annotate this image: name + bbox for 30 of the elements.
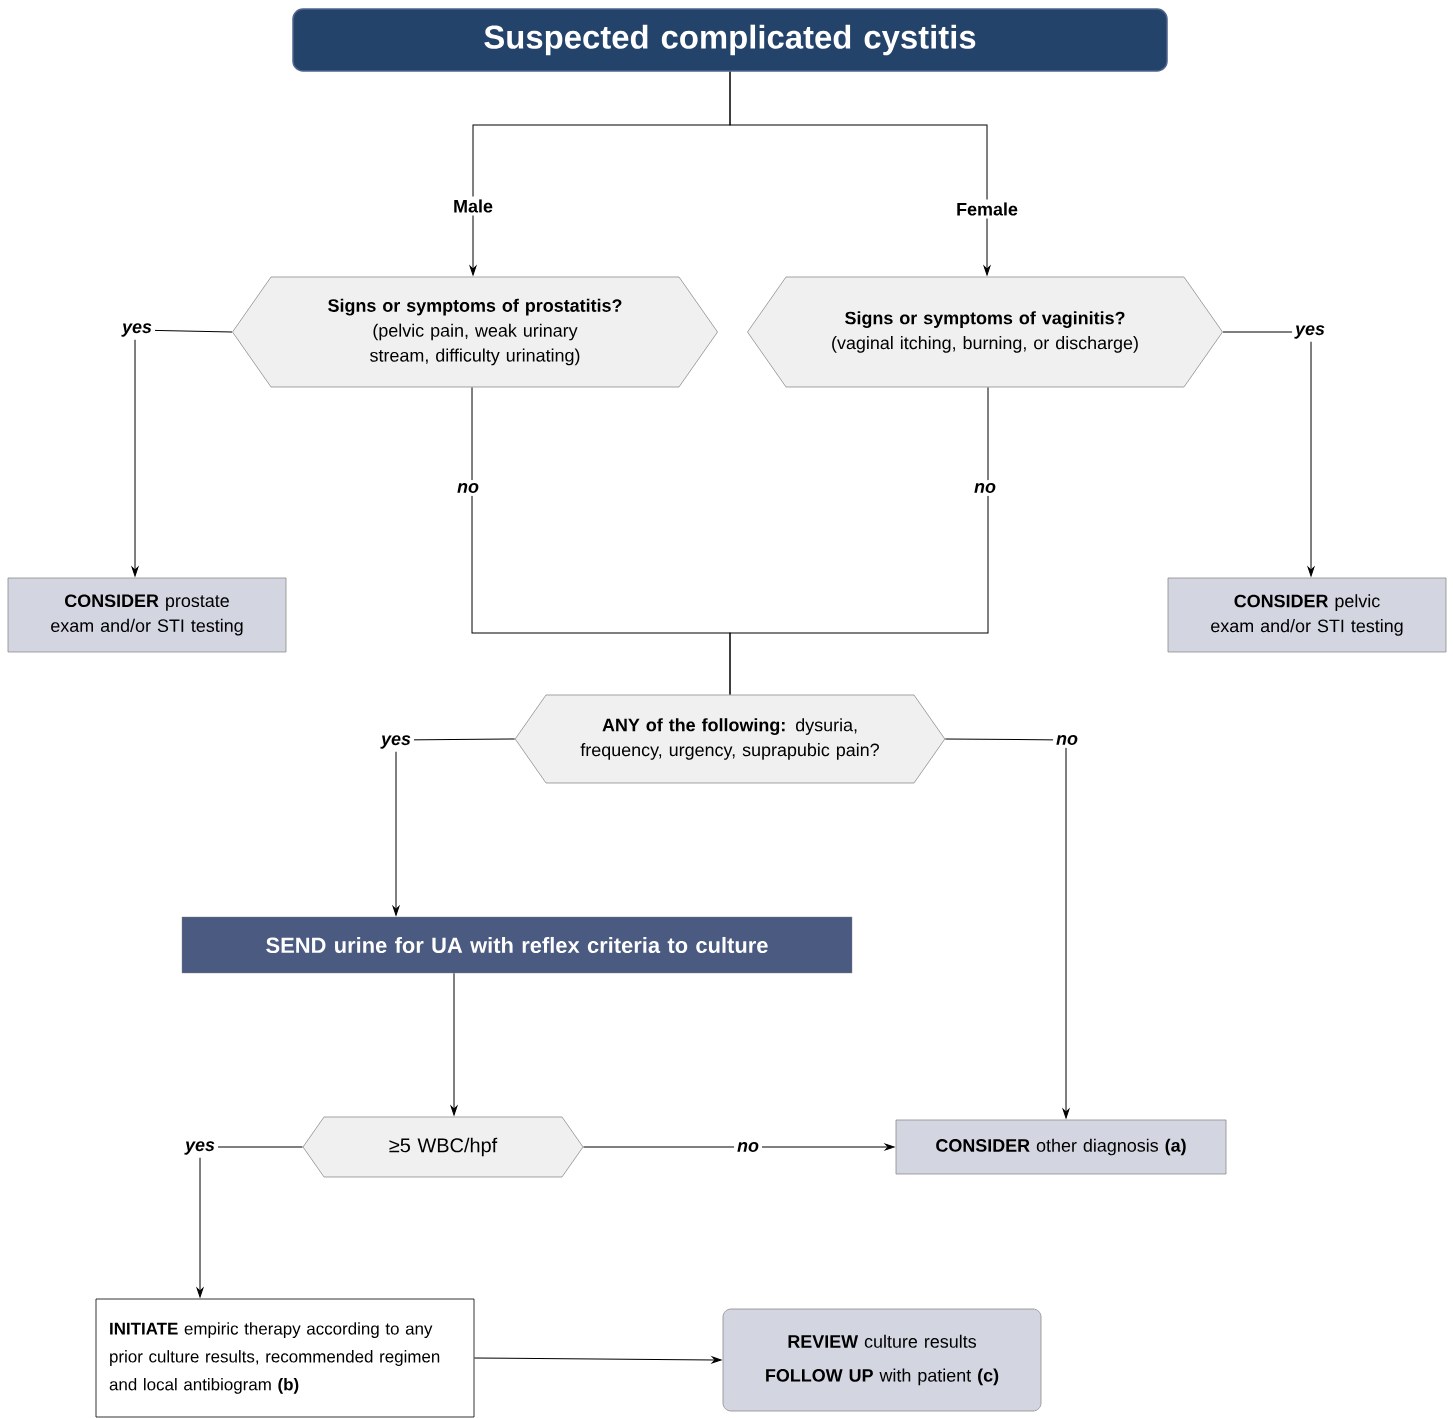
action-box: SEND urine for UA with reflex criteria to culture xyxy=(181,916,853,974)
decision-hexagon: ANY of the following: dysuria, frequency, urgency, suprapubic pain? xyxy=(514,694,946,784)
edge-label: yes xyxy=(119,320,155,340)
action-box: CONSIDER other diagnosis (a) xyxy=(895,1119,1227,1175)
decision-hexagon: Signs or symptoms of prostatitis? (pelvic pain, weak urinary stream, difficulty urinating) xyxy=(232,276,718,388)
action-box: INITIATE empiric therapy according to any prior culture results, recommended regimen and local antibiogram (b) xyxy=(95,1298,475,1418)
arrow xyxy=(450,972,458,1116)
arrow xyxy=(944,738,1070,1119)
edge-label: no xyxy=(1053,732,1081,748)
arrow xyxy=(473,1356,722,1364)
arrow xyxy=(729,71,991,276)
decision-hexagon: ≥5 WBC/hpf xyxy=(302,1116,584,1178)
arrow xyxy=(392,738,516,916)
edge-label: yes xyxy=(182,1138,218,1158)
arrow xyxy=(1222,331,1315,577)
edge-label: no xyxy=(454,480,482,496)
action-box: CONSIDER pelvic exam and/or STI testing xyxy=(1167,577,1447,653)
edge-label: Female xyxy=(953,199,1021,219)
edge-label: no xyxy=(971,480,999,496)
title-banner: Suspected complicated cystitis xyxy=(292,8,1168,72)
arrow xyxy=(196,1146,303,1298)
edge-label: no xyxy=(734,1139,762,1155)
action-box: CONSIDER prostate exam and/or STI testing xyxy=(7,577,287,653)
edge-label: yes xyxy=(378,732,414,752)
edge-label: yes xyxy=(1292,322,1328,342)
edge-label: Male xyxy=(450,196,496,216)
arrow xyxy=(131,329,233,577)
decision-hexagon: Signs or symptoms of vaginitis? (vaginal itching, burning, or discharge) xyxy=(747,276,1223,388)
arrow xyxy=(583,1143,895,1151)
action-box: REVIEW culture results FOLLOW UP with patient (c) xyxy=(722,1308,1042,1412)
